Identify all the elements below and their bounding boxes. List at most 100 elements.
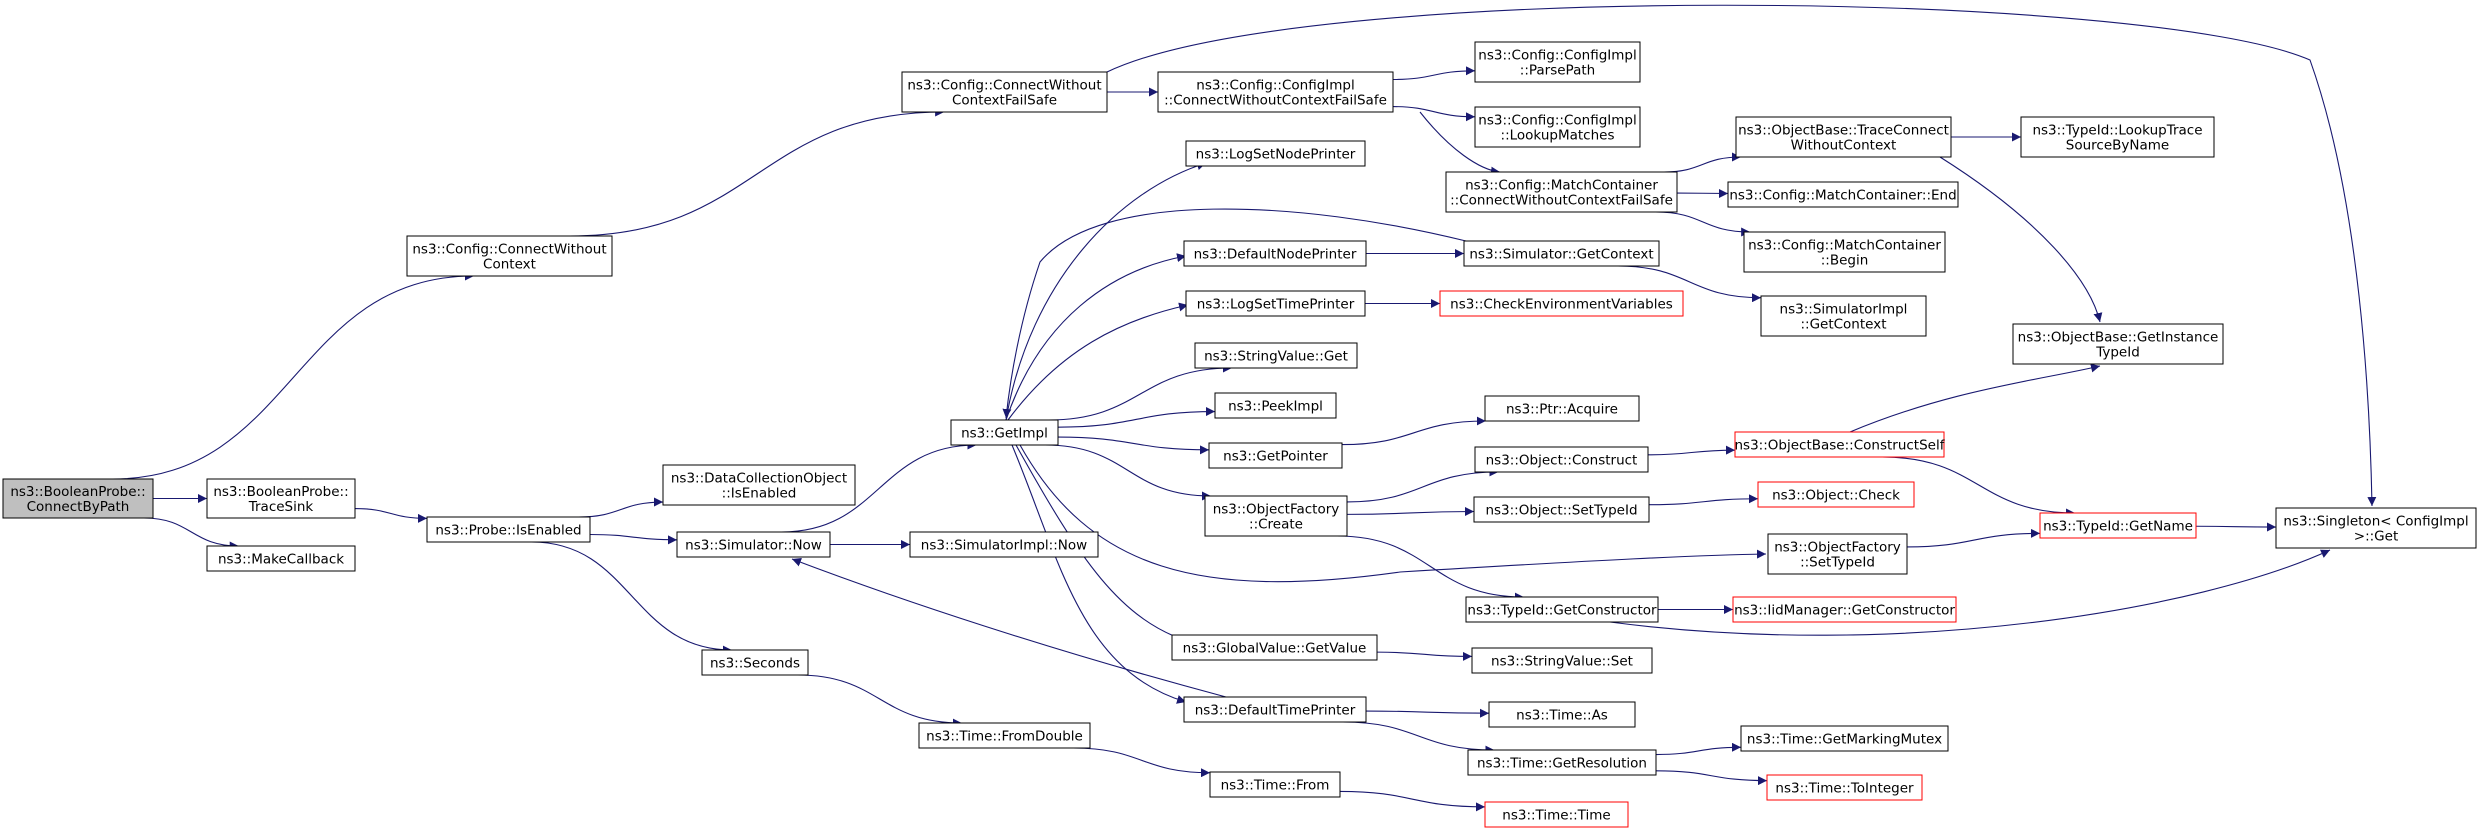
node-iidGetConstructor[interactable]: ns3::IidManager::GetConstructor — [1732, 596, 1957, 623]
node-box — [1732, 596, 1957, 623]
node-svSet[interactable]: ns3::StringValue::Set — [1471, 647, 1653, 674]
node-label: ns3::ObjectBase::ConstructSelf — [1735, 438, 1946, 454]
node-fromDouble[interactable]: ns3::Time::FromDouble — [918, 722, 1091, 749]
edge-ciCwcfs-to-parsePath — [1392, 66, 1476, 81]
node-defaultNodePrinter[interactable]: ns3::DefaultNodePrinter — [1183, 240, 1367, 267]
node-label: ns3::Time::Time — [1502, 808, 1610, 824]
node-simImplGetContext[interactable]: ns3::SimulatorImpl::GetContext — [1760, 295, 1927, 337]
node-box — [206, 545, 356, 572]
node-ptrAcquire[interactable]: ns3::Ptr::Acquire — [1484, 395, 1640, 422]
node-label: Context — [483, 257, 536, 273]
edge-mcCwcfs-to-mcBegin — [1655, 211, 1751, 237]
node-label: ns3::StringValue::Set — [1491, 654, 1633, 670]
node-mcCwcfs[interactable]: ns3::Config::MatchContainer::ConnectWith… — [1445, 171, 1678, 213]
node-ofCreate[interactable]: ns3::ObjectFactory::Create — [1204, 495, 1348, 537]
node-label: ns3::Object::SetTypeId — [1485, 503, 1637, 519]
node-label: ns3::TypeId::GetConstructor — [1467, 603, 1657, 619]
node-simImplNow[interactable]: ns3::SimulatorImpl::Now — [909, 531, 1099, 558]
node-box — [1488, 701, 1636, 728]
node-root[interactable]: ns3::BooleanProbe::ConnectByPath — [2, 478, 154, 519]
node-box — [1474, 446, 1649, 473]
node-label: ns3::StringValue::Get — [1204, 349, 1348, 365]
node-box — [1171, 634, 1378, 661]
node-getPointer[interactable]: ns3::GetPointer — [1208, 442, 1343, 469]
node-label: ::ParsePath — [1520, 63, 1595, 79]
edge-getImpl-to-ofCreate — [1045, 444, 1211, 501]
node-timeAs[interactable]: ns3::Time::As — [1488, 701, 1636, 728]
node-cwc[interactable]: ns3::Config::ConnectWithoutContext — [406, 235, 613, 277]
edge-timeGetResolution-to-timeGetMarkingMutex — [1655, 742, 1742, 756]
node-stringValueGet[interactable]: ns3::StringValue::Get — [1194, 342, 1358, 369]
node-peekImpl[interactable]: ns3::PeekImpl — [1214, 392, 1337, 419]
edge-seconds-to-fromDouble — [797, 674, 962, 728]
edge-ofCreate-to-objConstruct — [1346, 467, 1499, 503]
node-timeFrom[interactable]: ns3::Time::From — [1209, 771, 1341, 798]
node-label: ns3::Time::ToInteger — [1775, 781, 1914, 797]
node-label: ns3::TypeId::GetName — [2043, 519, 2193, 535]
edge-ciCwcfs-to-lookupMatches — [1392, 106, 1476, 122]
node-timeToInteger[interactable]: ns3::Time::ToInteger — [1766, 774, 1923, 801]
node-makeCallback[interactable]: ns3::MakeCallback — [206, 545, 356, 572]
node-box — [950, 419, 1059, 446]
node-timeGetResolution[interactable]: ns3::Time::GetResolution — [1467, 749, 1657, 776]
node-logSetTimePrinter[interactable]: ns3::LogSetTimePrinter — [1185, 290, 1366, 317]
node-label: ns3::SimulatorImpl — [1780, 302, 1908, 318]
node-obConstructSelf[interactable]: ns3::ObjectBase::ConstructSelf — [1734, 431, 1946, 458]
node-parsePath[interactable]: ns3::Config::ConfigImpl::ParsePath — [1474, 41, 1641, 83]
node-box — [1484, 395, 1640, 422]
node-simGetContext[interactable]: ns3::Simulator::GetContext — [1463, 240, 1660, 267]
node-timeTime[interactable]: ns3::Time::Time — [1484, 801, 1629, 828]
node-box — [1734, 431, 1945, 458]
node-seconds[interactable]: ns3::Seconds — [701, 649, 809, 676]
node-label: ns3::Seconds — [710, 656, 800, 672]
edge-simGetContext-to-getImpl — [1002, 208, 1467, 419]
edge-getImpl-to-peekImpl — [1057, 407, 1216, 428]
node-box — [1204, 495, 1348, 537]
nodes-layer: ns3::BooleanProbe::ConnectByPathns3::Boo… — [2, 41, 2477, 828]
node-objCheck[interactable]: ns3::Object::Check — [1757, 481, 1915, 508]
node-defaultTimePrinter[interactable]: ns3::DefaultTimePrinter — [1183, 696, 1367, 723]
node-ofSetTypeId[interactable]: ns3::ObjectFactory::SetTypeId — [1767, 533, 1908, 575]
node-label: ConnectByPath — [27, 499, 130, 515]
edge-defaultTimePrinter-to-simNow — [791, 557, 1227, 698]
node-logSetNodePrinter[interactable]: ns3::LogSetNodePrinter — [1185, 140, 1366, 167]
node-traceSink[interactable]: ns3::BooleanProbe::TraceSink — [206, 478, 356, 519]
node-getImpl[interactable]: ns3::GetImpl — [950, 419, 1059, 446]
node-label: ns3::PeekImpl — [1228, 399, 1323, 415]
node-isEnabled[interactable]: ns3::Probe::IsEnabled — [426, 516, 591, 543]
edge-getImpl-to-logSetNodePrinter — [1005, 161, 1207, 421]
node-typeIdGetConstructor[interactable]: ns3::TypeId::GetConstructor — [1465, 596, 1659, 623]
node-simNow[interactable]: ns3::Simulator::Now — [676, 531, 831, 558]
node-lookupMatches[interactable]: ns3::Config::ConfigImpl::LookupMatches — [1474, 106, 1641, 148]
node-objSetTypeId[interactable]: ns3::Object::SetTypeId — [1473, 496, 1650, 523]
node-checkEnv[interactable]: ns3::CheckEnvironmentVariables — [1439, 290, 1684, 317]
node-typeIdGetName[interactable]: ns3::TypeId::GetName — [2039, 512, 2197, 539]
node-box — [1740, 725, 1949, 752]
node-mcBegin[interactable]: ns3::Config::MatchContainer::Begin — [1743, 231, 1946, 273]
node-timeGetMarkingMutex[interactable]: ns3::Time::GetMarkingMutex — [1740, 725, 1949, 752]
node-box — [1439, 290, 1684, 317]
edge-typeIdGetConstructor-to-singletonGet — [1609, 549, 2331, 636]
node-gvGetValue[interactable]: ns3::GlobalValue::GetValue — [1171, 634, 1378, 661]
node-label: ns3::Config::ConfigImpl — [1478, 113, 1636, 129]
node-singletonGet[interactable]: ns3::Singleton< ConfigImpl >::Get — [2275, 507, 2477, 549]
node-label: >::Get — [2354, 529, 2398, 545]
node-ciCwcfs[interactable]: ns3::Config::ConfigImpl::ConnectWithoutC… — [1157, 71, 1394, 113]
node-label: ::Create — [1249, 517, 1303, 533]
node-label: ContextFailSafe — [952, 93, 1057, 109]
node-label: ::SetTypeId — [1800, 555, 1875, 571]
edge-traceSink-to-isEnabled — [354, 508, 428, 523]
node-objConstruct[interactable]: ns3::Object::Construct — [1474, 446, 1649, 473]
node-box — [918, 722, 1091, 749]
node-dcoIsEnabled[interactable]: ns3::DataCollectionObject::IsEnabled — [662, 464, 856, 506]
node-mcEnd[interactable]: ns3::Config::MatchContainer::End — [1727, 181, 1959, 208]
node-label: ns3::MakeCallback — [218, 552, 344, 568]
node-box — [1473, 496, 1650, 523]
node-cwcfs[interactable]: ns3::Config::ConnectWithoutContextFailSa… — [901, 71, 1108, 113]
edge-root-to-cwc — [112, 271, 474, 480]
node-obTraceConnect[interactable]: ns3::ObjectBase::TraceConnectWithoutCont… — [1735, 116, 1952, 158]
node-label: ns3::BooleanProbe:: — [213, 484, 348, 500]
node-box — [1760, 295, 1927, 337]
